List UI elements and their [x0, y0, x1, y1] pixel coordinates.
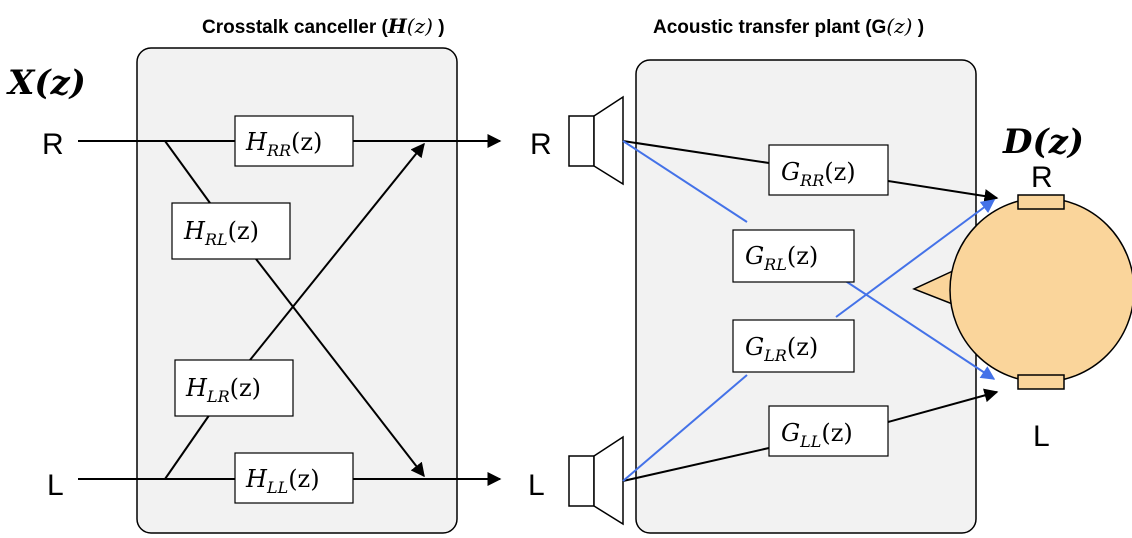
svg-text:HRL(z): HRL(z): [183, 217, 259, 249]
ear-l-label: L: [1033, 420, 1050, 453]
filter-h-ll: HLL(z): [234, 452, 354, 504]
grl-out-arrow: [843, 279, 996, 380]
filter-h-rr: HRR(z): [234, 115, 354, 167]
hrl-out-arrow: [255, 258, 425, 478]
glr-out-arrow: [835, 199, 996, 318]
input-l-label: L: [47, 469, 64, 502]
filter-g-rl: GRL(z): [732, 229, 855, 283]
filter-g-rr: GRR(z): [768, 144, 889, 196]
grr-in-line: [622, 140, 770, 164]
svg-text:GRL(z): GRL(z): [745, 242, 818, 274]
ear-r-label: R: [1031, 161, 1053, 194]
gll-in-line: [622, 447, 770, 482]
canceller-header: Crosstalk canceller (H(z) ): [202, 14, 445, 38]
speaker-r-label: R: [530, 128, 552, 161]
hlr-out-arrow: [249, 142, 425, 361]
hrl-in-line: [164, 140, 211, 204]
filter-g-lr: GLR(z): [732, 319, 855, 373]
svg-text:GRR(z): GRR(z): [781, 158, 856, 190]
ear-r-icon: [1017, 194, 1065, 210]
svg-text:HLR(z): HLR(z): [185, 374, 261, 406]
gll-out-arrow: [887, 388, 999, 423]
filter-h-rl: HRL(z): [171, 202, 291, 260]
grl-in-line: [622, 140, 748, 223]
filter-h-lr: HLR(z): [174, 359, 294, 417]
ear-l-icon: [1017, 374, 1065, 390]
output-signal-label: D(z): [1002, 122, 1084, 162]
head-icon: [949, 197, 1132, 383]
speaker-l-label: L: [528, 469, 545, 502]
svg-text:GLR(z): GLR(z): [745, 333, 818, 365]
hlr-in-line: [164, 413, 211, 480]
svg-text:HRR(z): HRR(z): [245, 128, 322, 160]
speaker-l-icon: [568, 435, 624, 526]
listener-head-icon: [912, 194, 1132, 390]
svg-text:GLL(z): GLL(z): [781, 419, 853, 451]
plant-panel: [635, 59, 977, 534]
filter-g-ll: GLL(z): [768, 405, 889, 457]
glr-in-line: [622, 374, 748, 482]
grr-out-arrow: [887, 180, 999, 203]
plant-header: Acoustic transfer plant (G(z) ): [653, 14, 924, 38]
input-signal-label: X(z): [6, 63, 86, 103]
input-r-label: R: [42, 128, 64, 161]
svg-text:HLL(z): HLL(z): [245, 465, 320, 497]
speaker-r-icon: [568, 95, 624, 186]
